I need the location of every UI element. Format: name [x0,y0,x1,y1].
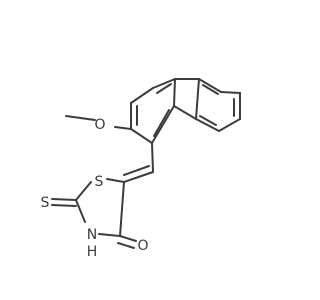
carbonyl-oxygen-label: O [137,238,148,254]
bond [75,199,86,223]
bond [152,78,176,89]
ring-sulfur-label: S [95,174,104,190]
naphthalene-right-ring [173,78,241,132]
bond [106,178,125,183]
carbonyl-group [117,235,137,249]
bond [98,233,121,237]
double-bond-inner [51,204,77,207]
nitrogen-label: N [87,227,97,243]
bond [119,181,125,237]
thione-group [51,198,77,207]
bond [195,118,220,132]
double-bond-inner [153,109,170,137]
atom-labels: O S S N H O [41,117,149,260]
bond [123,171,154,183]
bond [198,78,222,93]
bond [65,115,96,121]
bond [75,181,92,201]
bond [130,87,154,104]
molecule-canvas: O S S N H O [40,78,241,260]
bond [151,105,175,144]
double-bond-inner [117,242,135,249]
bond [218,118,241,132]
thione-sulfur-label: S [41,195,50,211]
double-bond-inner [156,83,172,94]
methoxy-group [65,115,132,130]
methoxy-oxygen-label: O [94,117,105,133]
double-bond-inner [199,115,217,126]
thiazolidinone-ring [75,178,125,237]
bond [220,91,241,94]
hydrogen-label: H [87,244,98,260]
bond [173,105,197,120]
molecule-structure: O S S N H O [41,78,241,260]
bond [173,78,176,107]
bond [195,78,200,120]
double-bond-inner [202,84,219,95]
bond [130,128,153,144]
bond [151,142,154,173]
bond [51,198,77,201]
bond [119,235,137,242]
methylidene-bridge [123,142,154,183]
double-bond-inner [123,165,150,176]
naphthalene-left-ring [130,78,176,144]
bond [114,126,132,130]
